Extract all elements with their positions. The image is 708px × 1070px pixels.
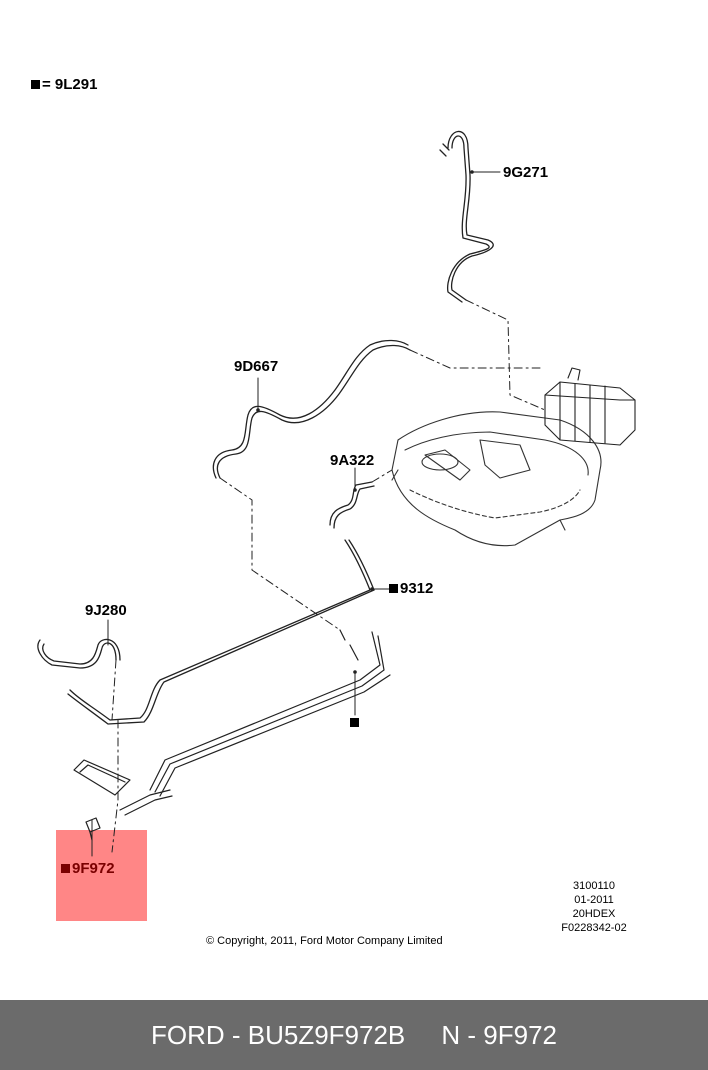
line-9d667: [212, 339, 411, 479]
highlight-box: [56, 830, 147, 921]
label-9f972-square-icon: [61, 864, 70, 873]
fuel-tank: [391, 411, 602, 547]
label-9312-square-icon: [389, 584, 398, 593]
meta-line-4: F0228342-02: [561, 922, 627, 934]
legend: = 9L291: [31, 76, 97, 93]
meta-line-1: 3100110: [572, 880, 615, 892]
label-9312: 9312: [389, 580, 433, 597]
vapor-canister: [544, 367, 636, 446]
label-9312-text: 9312: [400, 580, 434, 597]
meta-line-3: 20HDEX: [572, 908, 616, 920]
label-9a322: 9A322: [330, 452, 375, 469]
meta-block: 3100110 01-2011 20HDEX F0228342-02: [560, 880, 628, 934]
footer-part-number: FORD - BU5Z9F972B: [150, 1019, 406, 1050]
label-9f972-text: 9F972: [72, 860, 115, 877]
label-9d667: 9D667: [234, 358, 279, 375]
hose-9g271: [439, 130, 494, 303]
copyright: © Copyright, 2011, Ford Motor Company Li…: [206, 935, 443, 947]
leader-dots: [256, 170, 474, 674]
label-9f972: 9F972: [61, 860, 115, 877]
footer-ref: N - 9F972: [441, 1019, 558, 1050]
main-fuel-line: [67, 539, 375, 725]
marker-square: [350, 714, 361, 731]
marker-square-icon: [350, 718, 359, 727]
leader-lines: [91, 171, 501, 857]
legend-text: = 9L291: [42, 76, 98, 93]
hose-9j280: [37, 638, 121, 669]
part-9f972-clip: [85, 817, 101, 841]
assembly-dash-lines: [111, 299, 546, 853]
label-9g271: 9G271: [503, 164, 549, 181]
legend-square-icon: [31, 80, 40, 89]
label-9j280: 9J280: [85, 602, 127, 619]
footer-spacer: [405, 1020, 441, 1051]
footer-bar: FORD - BU5Z9F972B N - 9F972: [0, 1000, 708, 1070]
hose-9a322: [329, 481, 375, 529]
rigid-line-bundle: [73, 629, 391, 816]
meta-line-2: 01-2011: [574, 894, 614, 906]
fuel-line-diagram: [37, 130, 636, 857]
